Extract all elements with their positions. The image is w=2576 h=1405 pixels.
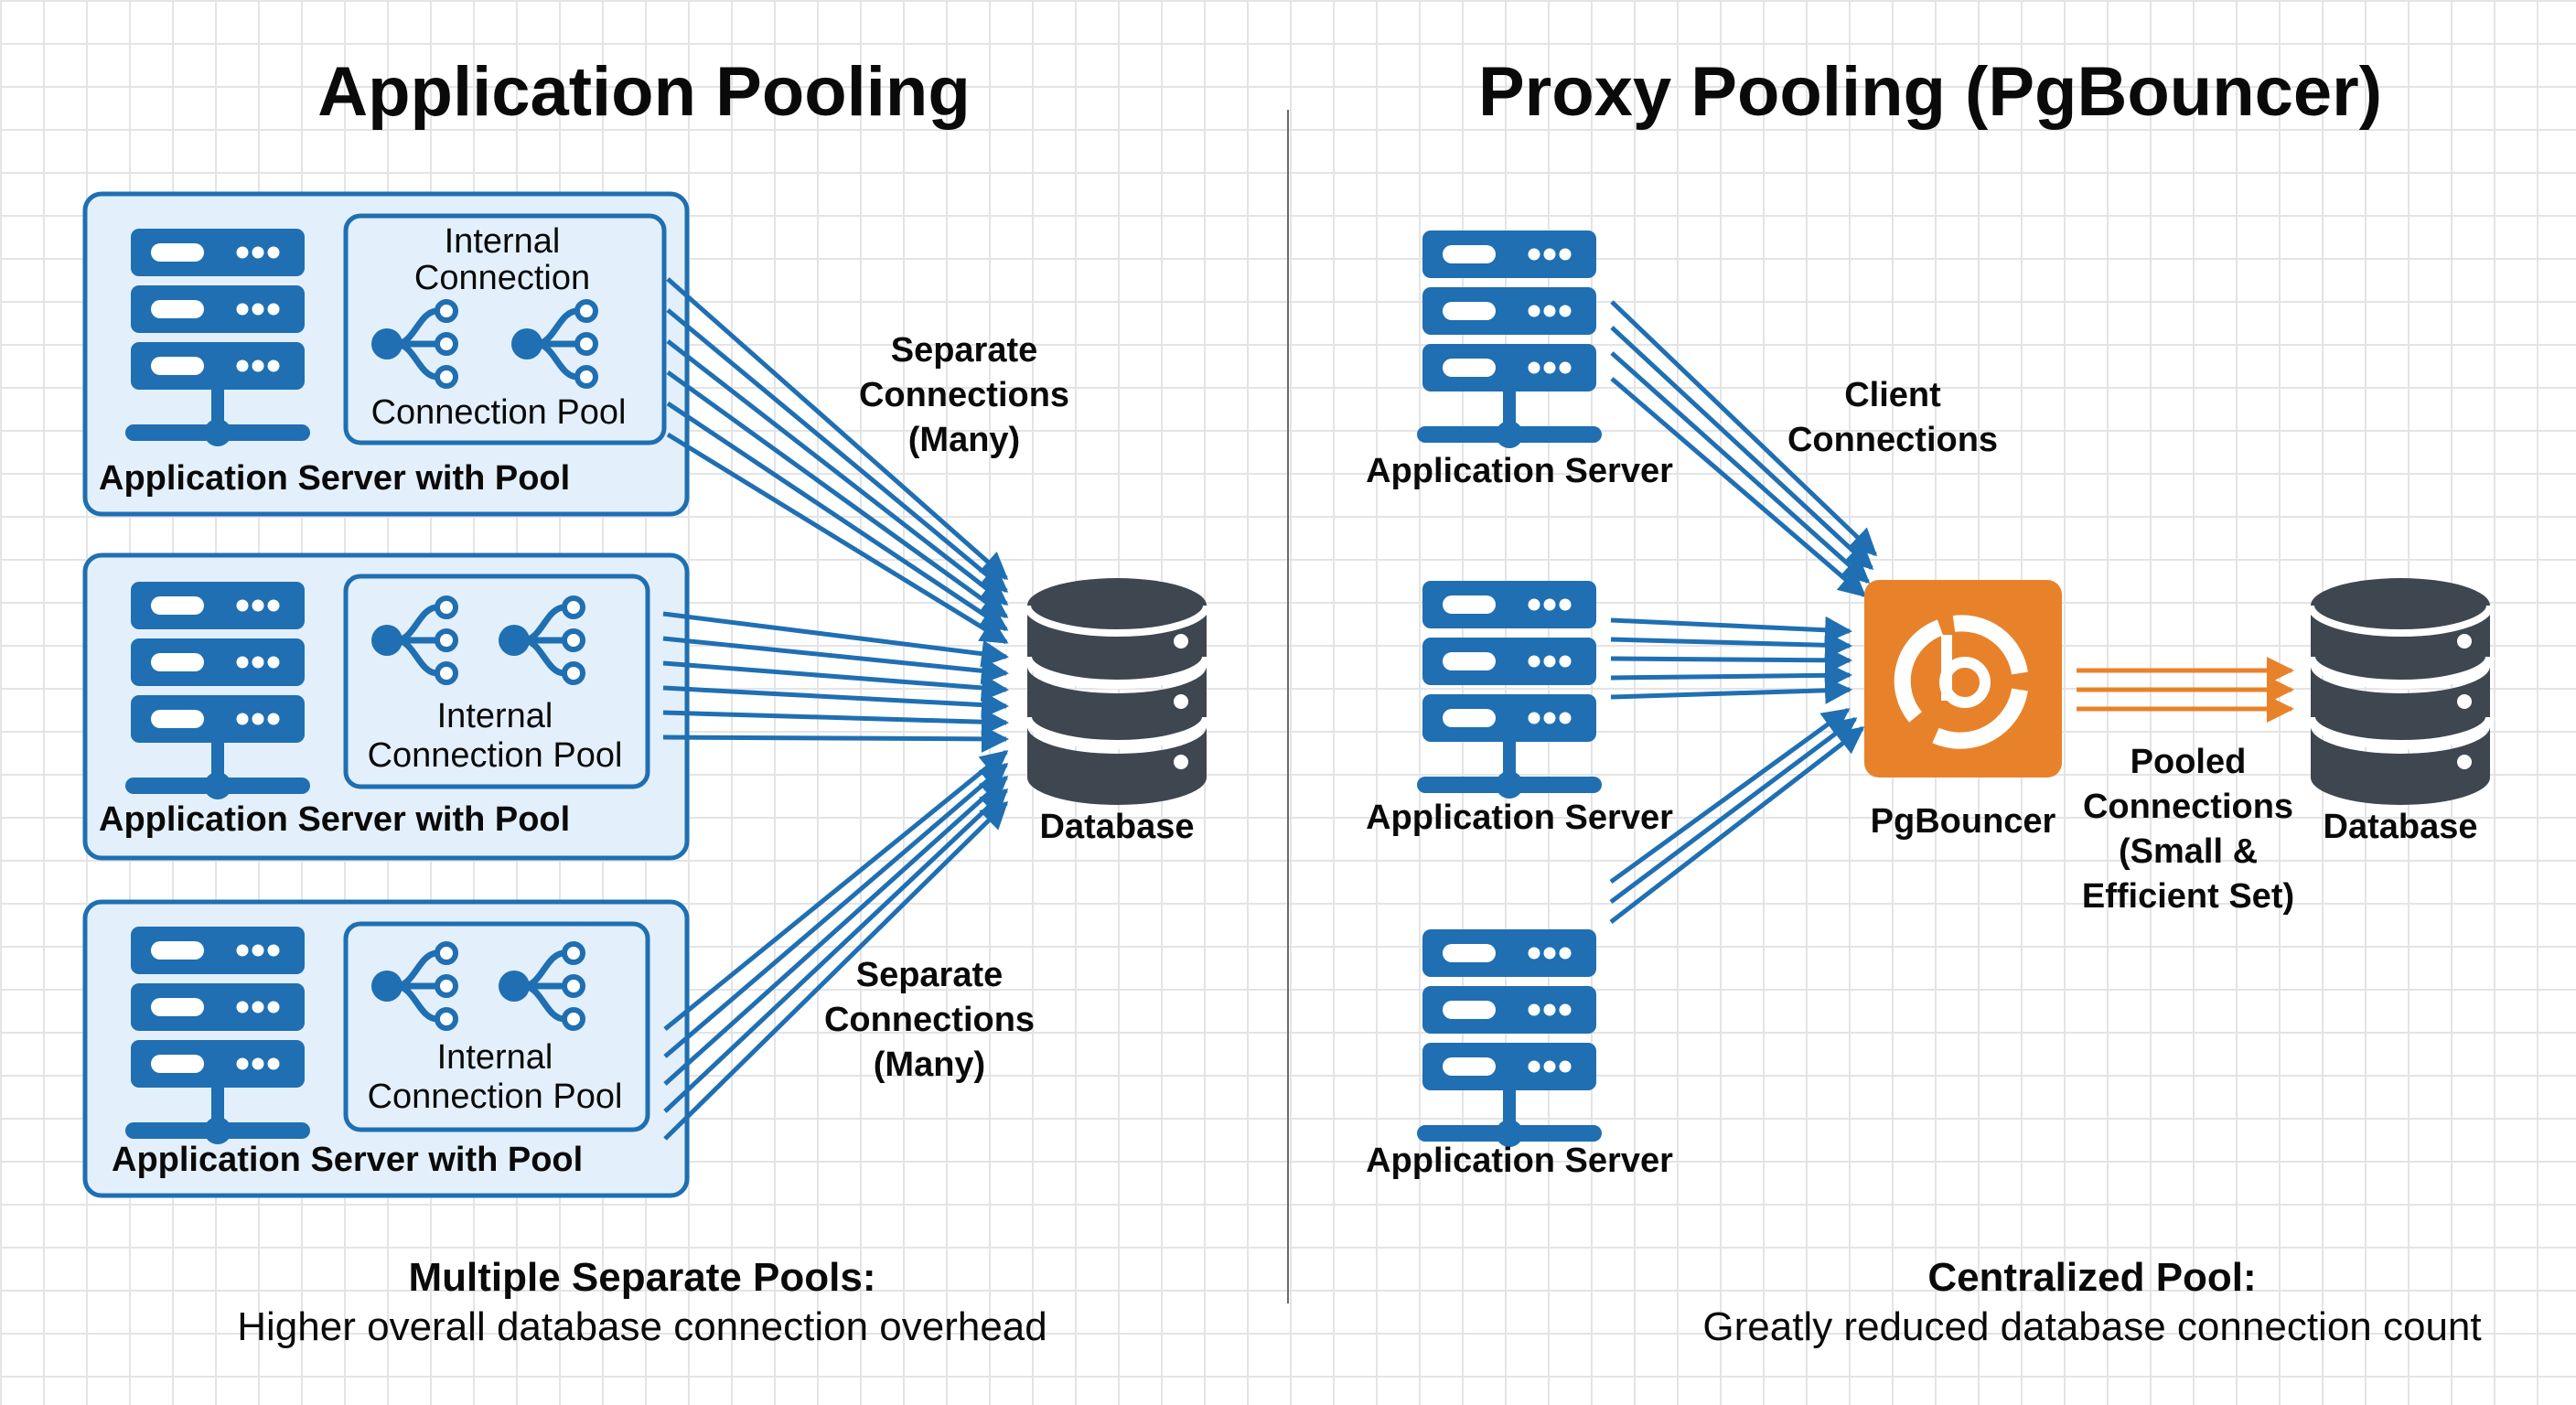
connection-arrow (663, 750, 1009, 1031)
pool-label-3-line2: Connection Pool (367, 1078, 623, 1116)
connection-arrow (666, 432, 1009, 645)
database-icon (2306, 578, 2495, 805)
right-panel-title: Proxy Pooling (PgBouncer) (1477, 53, 2383, 131)
connection-arrow (662, 636, 1009, 685)
separate-connections-top-line2: Connections (858, 376, 1070, 414)
client-connection-arrow (1610, 616, 1852, 644)
client-connection-arrow (1610, 351, 1871, 584)
client-connection-arrow (1609, 716, 1858, 905)
connection-arrow (662, 708, 1009, 736)
left-database-label: Database (1039, 808, 1195, 846)
pooled-connections-line4: Efficient Set) (2081, 877, 2295, 916)
separate-connections-top-line3: (Many) (907, 421, 1021, 459)
pool-label-2-line2: Connection Pool (367, 736, 623, 775)
app-server-3-label: Application Server (1366, 1142, 1673, 1180)
pool-label-1-line1: Internal (444, 222, 561, 261)
connection-arrow (662, 660, 1009, 702)
pool-label-3-line1: Internal (436, 1038, 553, 1077)
connection-arrow (666, 277, 1009, 580)
database-icon (1023, 578, 1211, 805)
pool-label-1-line3: Connection Pool (370, 393, 627, 432)
separate-connections-bottom-line2: Connections (823, 1001, 1036, 1039)
panel-divider (1287, 110, 1289, 1303)
separate-connections-bottom-line3: (Many) (873, 1046, 986, 1084)
left-panel-title: Application Pooling (317, 53, 971, 131)
separate-connections-bottom-line1: Separate (855, 956, 1004, 994)
client-connection-arrow (1610, 300, 1878, 557)
connection-pool-icon (499, 941, 585, 1031)
server-rack-icon (125, 927, 310, 1144)
client-connections-line2: Connections (1787, 421, 1999, 459)
right-database-label: Database (2323, 808, 2478, 846)
app-box-1-label: Application Server with Pool (99, 459, 571, 498)
client-connection-arrow (1610, 676, 1852, 704)
client-connection-arrow (1609, 726, 1865, 924)
client-connection-arrow (1610, 631, 1852, 660)
pooled-connections-line2: Connections (2082, 788, 2294, 826)
connection-arrow (663, 800, 1009, 1141)
pool-label-2-line1: Internal (436, 697, 553, 735)
connection-arrow (663, 788, 1009, 1113)
connection-pool-icon (371, 595, 458, 685)
connection-arrow (662, 724, 1009, 753)
connection-arrow (666, 339, 1009, 606)
server-rack-icon (1417, 231, 1602, 448)
left-caption-title: Multiple Separate Pools: (408, 1255, 876, 1300)
connection-arrow (666, 370, 1009, 619)
connection-arrow (662, 611, 1009, 668)
app-server-2-label: Application Server (1366, 799, 1673, 837)
client-connection-arrow (1610, 661, 1852, 690)
left-caption-text: Higher overall database connection overh… (237, 1304, 1047, 1349)
connection-arrow (662, 685, 1009, 719)
connection-pool-icon (371, 941, 458, 1031)
right-caption-title: Centralized Pool: (1927, 1255, 2257, 1300)
separate-connections-top-line1: Separate (890, 331, 1038, 370)
app-server-1-label: Application Server (1366, 452, 1673, 490)
client-connection-arrow (1610, 646, 1852, 674)
server-rack-icon (125, 582, 310, 799)
connection-pool-icon (511, 299, 598, 389)
pooled-connections-line3: (Small & (2118, 832, 2259, 871)
connection-arrow (663, 763, 1009, 1058)
pooled-connections-line1: Pooled (2130, 743, 2247, 781)
right-caption-text: Greatly reduced database connection coun… (1702, 1304, 2482, 1349)
client-connection-arrow (1610, 377, 1867, 597)
pgbouncer-logo-icon (1864, 580, 2062, 778)
client-connection-arrow (1610, 326, 1874, 571)
connection-arrow (666, 308, 1009, 593)
client-connection-arrow (1609, 707, 1851, 885)
connection-arrow (666, 401, 1009, 632)
connection-arrow (663, 775, 1009, 1086)
server-rack-icon (1417, 929, 1602, 1147)
connection-pool-icon (499, 595, 585, 685)
app-box-2-label: Application Server with Pool (99, 800, 571, 839)
client-connections-line1: Client (1844, 376, 1941, 414)
server-rack-icon (1417, 581, 1602, 799)
pool-label-1-line2: Connection (413, 259, 591, 297)
app-box-3-label: Application Server with Pool (112, 1141, 584, 1179)
server-rack-icon (125, 229, 310, 446)
connection-pool-icon (371, 299, 458, 389)
pgbouncer-label: PgBouncer (1870, 802, 2056, 841)
